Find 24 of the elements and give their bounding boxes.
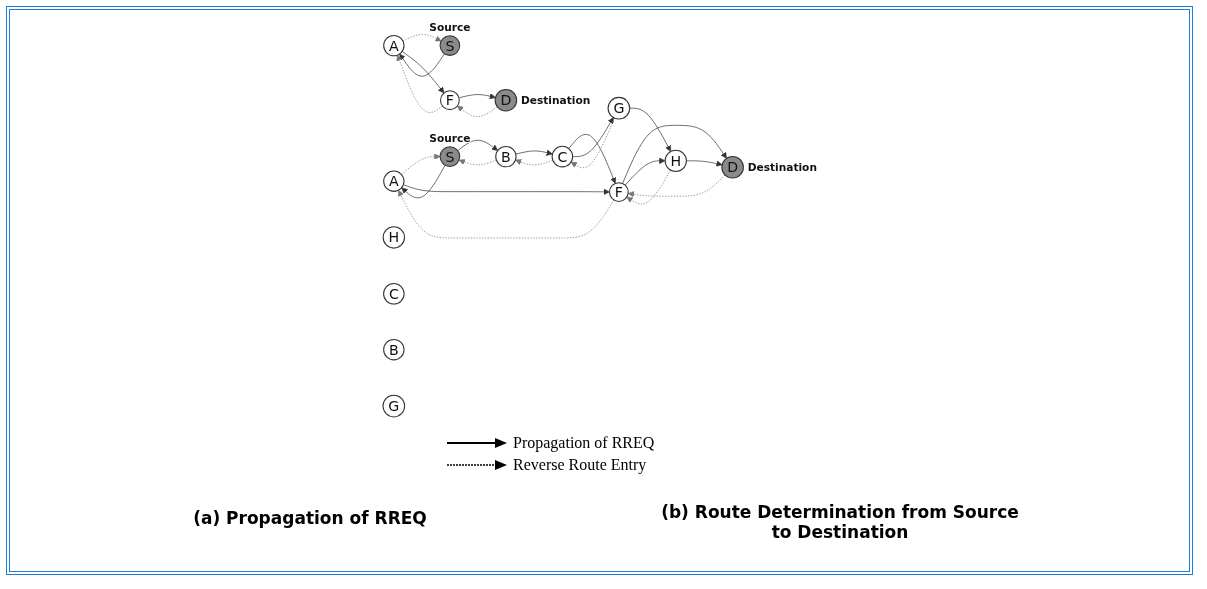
node-circle: C	[383, 283, 405, 305]
node-circle: H	[382, 226, 405, 249]
node-caption: Source	[429, 20, 471, 34]
node-circle: A	[383, 170, 405, 192]
node-circle: F	[608, 182, 629, 202]
node-caption: Source	[429, 131, 471, 145]
node-circle: S	[439, 35, 461, 56]
node-circle: B	[383, 339, 405, 361]
node-circle: H	[664, 149, 687, 172]
node-caption: Destination	[747, 160, 817, 174]
node-circle: G	[607, 96, 631, 120]
node-circle: D	[494, 88, 518, 112]
node-circle: S	[439, 146, 461, 167]
node-caption: Destination	[520, 93, 591, 107]
node-circle: C	[551, 145, 574, 168]
legend-text: Reverse Route Entry	[513, 456, 647, 474]
legend-text: Propagation of RREQ	[513, 434, 655, 452]
node-circle: D	[721, 155, 744, 179]
node-circle: B	[495, 145, 517, 168]
panel-caption: (b) Route Determination from Source to Destination	[660, 502, 1020, 542]
panel-caption: (a) Propagation of RREQ	[192, 508, 428, 528]
node-circle: A	[383, 34, 405, 57]
node-circle: G	[382, 394, 406, 418]
node-circle: F	[439, 90, 460, 111]
